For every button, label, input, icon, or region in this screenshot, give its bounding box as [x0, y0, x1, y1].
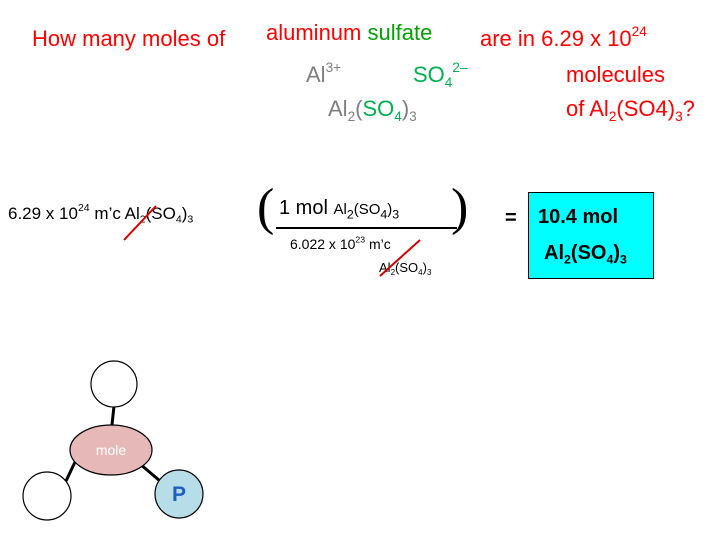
- paren-left: (: [257, 179, 275, 236]
- given-al: Al: [124, 204, 140, 223]
- ion-sulfate: SO42–: [413, 59, 468, 90]
- den-so-sub: 4: [418, 267, 423, 277]
- question-suffix-exp: 24: [631, 23, 647, 39]
- given-quantity: 6.29 x 1024 m’c Al2(SO4)3: [8, 202, 194, 226]
- empty-node-left: [22, 471, 72, 521]
- equals-sign: =: [505, 207, 517, 229]
- den-al-sub: 2: [390, 267, 396, 277]
- conversion-numerator: 1 mol Al2(SO4)3: [279, 197, 400, 222]
- compound-formula: Al2(SO4)3: [328, 96, 417, 124]
- formula-so-sub: 4: [394, 108, 402, 124]
- given-coef: 6.29 x 10: [8, 204, 78, 223]
- formula-close: ): [401, 96, 410, 121]
- question-prefix: How many moles of: [32, 26, 226, 51]
- conversion-denominator: 6.022 x 1023 m’c: [290, 234, 391, 252]
- conversion-denominator-formula: Al2(SO4)3: [379, 260, 432, 277]
- fraction-bar: [276, 227, 457, 229]
- cancel-strike-given: [123, 205, 157, 241]
- formula-close-sub: 3: [409, 108, 417, 124]
- den-al: Al: [379, 260, 391, 275]
- ion-so4-symbol: SO: [413, 62, 445, 87]
- question-suffix: are in 6.29 x 1024: [480, 23, 647, 52]
- den-so: (SO: [395, 260, 419, 275]
- question-compound-word: aluminum sulfate: [266, 20, 432, 46]
- answer-close-sub: 3: [620, 252, 627, 267]
- mole-diagram: mole P: [22, 360, 204, 521]
- den-close-sub: 3: [427, 267, 432, 277]
- word-sulfate: sulfate: [367, 20, 433, 45]
- ion-so4-sub: 4: [444, 74, 453, 90]
- num-so-sub: 4: [380, 207, 388, 222]
- connector-right: [139, 462, 161, 483]
- answer-amount: 10.4 mol: [538, 206, 619, 228]
- word-aluminum: aluminum: [266, 20, 362, 45]
- empty-node-top: [90, 360, 138, 408]
- answer-so: (SO: [570, 242, 607, 264]
- given-close-sub: 3: [187, 213, 194, 226]
- den-unit: m’c: [368, 236, 391, 252]
- of-prefix: of Al: [566, 96, 609, 121]
- answer-al-sub: 2: [564, 252, 571, 267]
- question-molecules: molecules: [566, 62, 666, 87]
- den-coef: 6.022 x 10: [290, 236, 356, 252]
- formula-al-sub: 2: [347, 108, 356, 124]
- num-close-sub: 3: [392, 207, 400, 222]
- mole-label: mole: [96, 442, 127, 458]
- of-end: ?: [682, 96, 695, 121]
- ion-so4-charge: 2–: [452, 59, 468, 75]
- ion-al-charge: 3+: [325, 59, 342, 75]
- answer-box: [528, 192, 654, 279]
- formula-open: (: [355, 96, 363, 121]
- num-al: Al: [333, 201, 347, 218]
- connector-left: [64, 461, 77, 482]
- p-label: P: [172, 483, 186, 506]
- den-exp: 23: [355, 234, 366, 245]
- paren-right: ): [451, 179, 469, 236]
- num-close: ): [387, 201, 393, 218]
- ion-al-symbol: Al: [306, 62, 326, 87]
- num-so: (SO: [353, 201, 381, 218]
- question-suffix-text: are in 6.29 x 10: [480, 26, 632, 51]
- question-of-formula: of Al2(SO4)3?: [566, 96, 695, 124]
- num-al-sub: 2: [346, 207, 354, 222]
- given-unit: m’c: [94, 204, 121, 223]
- answer-formula: Al2(SO4)3: [544, 242, 627, 267]
- of-sub1: 2: [608, 108, 617, 124]
- mole-node: [69, 424, 153, 476]
- answer-al: Al: [544, 242, 564, 264]
- answer-so-sub: 4: [606, 252, 614, 267]
- ion-aluminum: Al3+: [306, 59, 342, 88]
- of-sub2: 3: [675, 108, 683, 124]
- den-close: ): [422, 260, 427, 275]
- given-so-sub: 4: [175, 213, 182, 226]
- given-close: ): [181, 204, 188, 223]
- answer-close: ): [613, 242, 621, 264]
- p-node: [154, 469, 204, 519]
- of-paren: (SO4): [616, 96, 676, 121]
- formula-al: Al: [328, 96, 348, 121]
- formula-so: SO: [362, 96, 395, 121]
- cancel-strike-denominator: [379, 239, 421, 277]
- given-exp: 24: [77, 202, 90, 215]
- num-text: 1 mol: [279, 197, 328, 219]
